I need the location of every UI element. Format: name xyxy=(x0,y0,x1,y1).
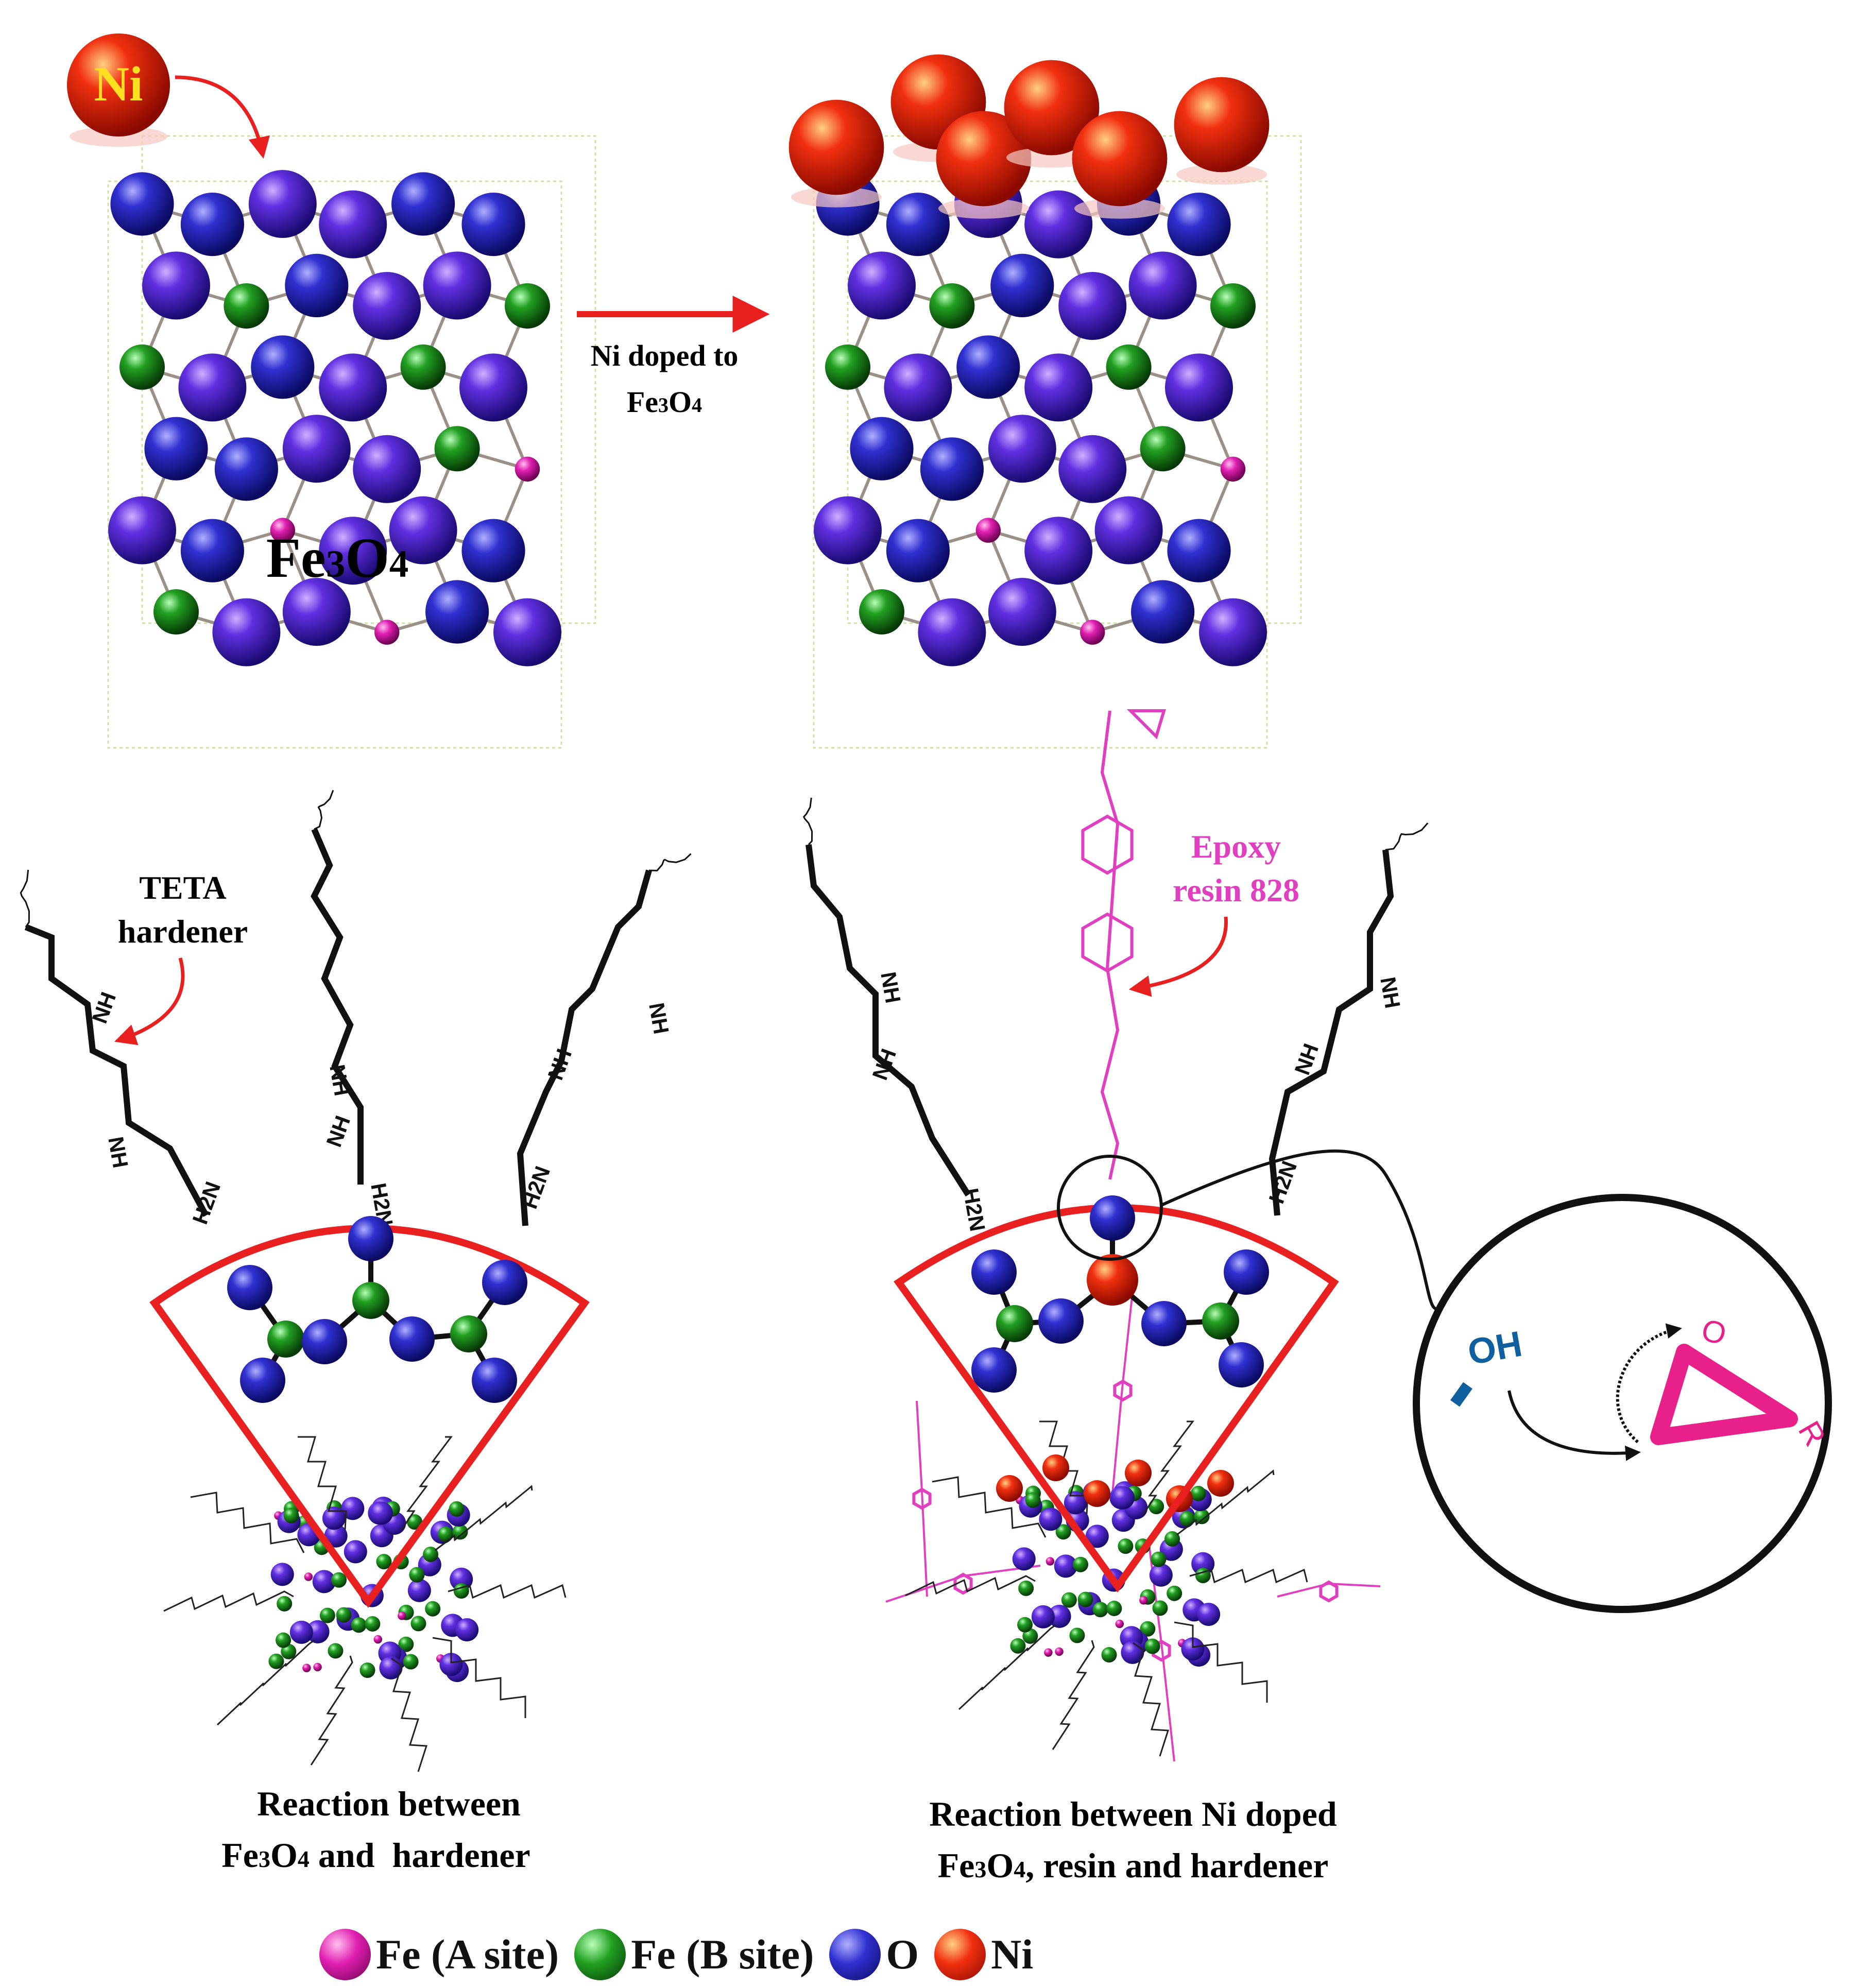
amine-group-label: NH xyxy=(1376,975,1405,1010)
fe-b-swatch xyxy=(574,1929,626,1980)
ni-doped-fe3o4-crystal-lattice xyxy=(789,54,1302,749)
ni-insert-arrow xyxy=(175,75,270,159)
caption-left-line2: Fe3O4 and hardener xyxy=(221,1836,530,1875)
o-swatch xyxy=(829,1929,881,1980)
surface-atoms-left xyxy=(227,1216,527,1403)
legend-label: Fe (B site) xyxy=(631,1931,814,1978)
amine-group-label: NH xyxy=(321,1112,355,1150)
amine-group-label: NH xyxy=(644,1001,674,1036)
epoxy-resin-molecule xyxy=(885,709,1381,1762)
epoxy-pointer-arrow xyxy=(1128,916,1228,997)
ni-doped-nanoparticle xyxy=(905,1420,1308,1757)
amine-group-label: NH xyxy=(325,1062,354,1098)
legend-label: O xyxy=(886,1931,919,1978)
ni-atom-badge: Ni xyxy=(67,33,170,147)
attack-arrow-inner xyxy=(1616,1323,1682,1444)
magnifier-large-circle xyxy=(1413,1194,1832,1613)
oh-bond xyxy=(1450,1382,1472,1407)
magnifier-small-circle xyxy=(1057,1155,1163,1261)
legend-label: Ni xyxy=(991,1931,1034,1978)
oh-label: OH xyxy=(1465,1324,1525,1373)
epoxide-ring xyxy=(1650,1344,1798,1445)
ni-badge-text: Ni xyxy=(94,57,143,111)
amine-group-label: NH xyxy=(543,1046,576,1083)
caption-right-line2: Fe3O4, resin and hardener xyxy=(938,1846,1329,1885)
epoxy-label-line2: resin 828 xyxy=(1173,872,1299,909)
ni-swatch xyxy=(934,1929,986,1980)
fe-a-swatch xyxy=(319,1929,371,1980)
teta-label: TETA xyxy=(139,869,227,906)
legend-item-fe-b: Fe (B site) xyxy=(574,1929,814,1980)
legend-label: Fe (A site) xyxy=(376,1931,559,1978)
fe3o4-nanoparticle xyxy=(163,1436,567,1772)
epoxy-label: Epoxy xyxy=(1191,828,1281,865)
legend-item-fe-a: Fe (A site) xyxy=(319,1929,559,1980)
legend-item-ni: Ni xyxy=(934,1929,1033,1980)
doping-arrow-label: Ni doped to xyxy=(591,339,739,372)
caption-left: Reaction between xyxy=(257,1784,521,1823)
caption-right: Reaction between Ni doped xyxy=(929,1794,1337,1833)
legend-item-o: O xyxy=(829,1929,919,1980)
amine-group-label: NH xyxy=(104,1135,133,1170)
amine-group-label: NH xyxy=(876,970,905,1005)
amine-group-label: H2N xyxy=(958,1186,990,1233)
magnifier-connector xyxy=(1160,1149,1449,1311)
fe3o4-crystal-lattice xyxy=(107,135,596,749)
teta-label-line2: hardener xyxy=(118,913,248,950)
teta-pointer-arrow xyxy=(114,957,185,1046)
attack-arrow-outer xyxy=(1507,1390,1641,1461)
fe3o4-title: Fe3O4 xyxy=(266,526,409,589)
doping-arrow-formula: Fe3O4 xyxy=(627,385,702,419)
atom-legend: Fe (A site) Fe (B site) O Ni xyxy=(319,1926,1033,1983)
surface-atoms-right xyxy=(971,1195,1269,1393)
